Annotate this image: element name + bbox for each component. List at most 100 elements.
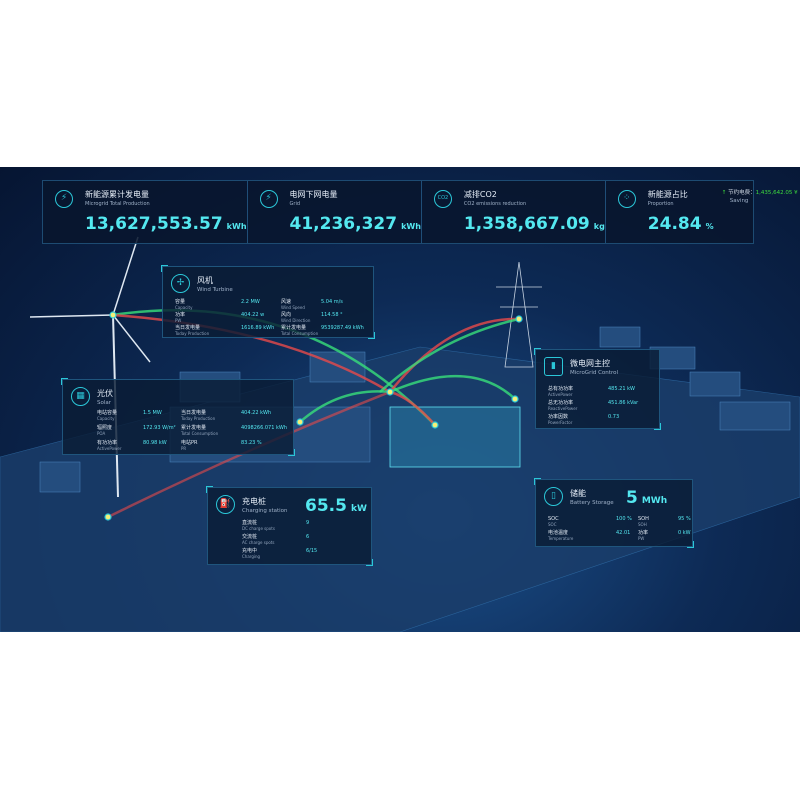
label-cn: 总无功功率 xyxy=(548,400,574,406)
label-cn: 容量 xyxy=(175,299,186,305)
row-value: 404.22 kWh xyxy=(241,410,272,416)
label-en: DC charge spots xyxy=(242,526,275,531)
row-value: 404.22 w xyxy=(241,312,265,318)
saving-info: ↑ 节约电费：1,435,642.05 ¥Saving xyxy=(721,190,798,204)
label-en: Charging xyxy=(242,554,261,559)
label-cn: SOC xyxy=(548,516,559,522)
stat-total-production: ⚡ 新能源累计发电量 Microgrid Total Production 13… xyxy=(43,181,248,243)
label-en: Capacity xyxy=(97,416,115,421)
label-cn: 交流桩 xyxy=(242,534,258,540)
label-en: ReactivePower xyxy=(548,406,578,411)
row-value: 9 xyxy=(306,520,310,526)
row-value: 1616.89 kWh xyxy=(241,325,275,331)
label-cn: 充电中 xyxy=(242,548,258,554)
label-cn: 累计发电量 xyxy=(281,325,307,331)
nodes-icon: ⁘ xyxy=(617,190,636,208)
lightning-icon: ⚡ xyxy=(55,190,73,208)
arrow-up-icon: ↑ xyxy=(721,190,729,196)
stat-proportion: ⁘ 新能源占比 Proportion 24.84% ↑ 节约电费：1,435,6… xyxy=(606,181,798,243)
row-value: 6/15 xyxy=(306,548,318,554)
row-value: 6 xyxy=(306,534,310,540)
label-en: SOC xyxy=(548,522,557,527)
row-value: 80.98 kW xyxy=(143,440,167,446)
row-value: 83.23 % xyxy=(241,440,262,446)
row-value: 4098266.071 kWh xyxy=(241,425,287,431)
label-cn: 电站PR xyxy=(181,440,198,446)
solar-panel-icon: ▦ xyxy=(71,387,90,406)
row-value: 5.04 m/s xyxy=(321,299,343,305)
label-cn: 当日发电量 xyxy=(181,410,207,416)
label-en: Capacity xyxy=(175,305,193,310)
label-cn: 电站容量 xyxy=(97,410,118,416)
label-en: Today Production xyxy=(181,416,216,421)
row-value: 2.2 MW xyxy=(241,299,260,305)
label-cn: 电池温度 xyxy=(548,530,569,536)
label-cn: 功率 xyxy=(638,530,649,536)
label-en: PW xyxy=(175,318,182,323)
summary-bar: ⚡ 新能源累计发电量 Microgrid Total Production 13… xyxy=(42,180,798,244)
row-value: 1.5 MW xyxy=(143,410,162,416)
controller-icon: ▮ xyxy=(544,357,563,376)
label-en: PowerFactor xyxy=(548,420,573,425)
stat-co2: CO2 减排CO2 CO2 emissions reduction 1,358,… xyxy=(422,181,606,243)
label-en: ActivePower xyxy=(548,392,573,397)
label-en: Total Consumption xyxy=(181,431,219,436)
power-tower xyxy=(496,261,542,368)
charging-icon: ⛽ xyxy=(216,495,235,514)
label-en: ActivePower xyxy=(97,446,122,451)
label-en: Today Production xyxy=(175,331,210,336)
lightning-icon: ⚡ xyxy=(259,190,278,208)
row-value: 9539287.49 kWh xyxy=(321,325,364,331)
label-cn: 直流桩 xyxy=(242,520,258,526)
label-cn: 当日发电量 xyxy=(175,325,201,331)
label-en: SOH xyxy=(638,522,647,527)
label-cn: SOH xyxy=(638,516,649,522)
row-value: 0.73 xyxy=(608,414,620,420)
wind-turbine-icon: ✢ xyxy=(171,274,190,293)
row-value: 0 kW xyxy=(678,530,691,536)
label-en: PR xyxy=(181,446,187,451)
label-en: Wind Speed xyxy=(281,305,305,310)
row-value: 485.21 kW xyxy=(608,386,635,392)
label-cn: 辐照度 xyxy=(97,425,113,431)
label-en: AC charge spots xyxy=(242,540,275,545)
label-cn: 功率因数 xyxy=(548,414,569,420)
label-en: Wind Direction xyxy=(281,318,311,323)
row-value: 42.01 xyxy=(616,530,631,536)
label-cn: 累计发电量 xyxy=(181,425,207,431)
dashboard-scene: ⚡ 新能源累计发电量 Microgrid Total Production 13… xyxy=(0,167,800,632)
row-value: 100 % xyxy=(616,516,632,522)
co2-icon: CO2 xyxy=(433,190,452,208)
battery-icon: ▯ xyxy=(544,487,563,506)
label-cn: 风向 xyxy=(281,312,292,318)
label-en: Temperature xyxy=(548,536,574,541)
label-cn: 功率 xyxy=(175,312,186,318)
row-value: 172.93 W/m² xyxy=(143,425,176,431)
